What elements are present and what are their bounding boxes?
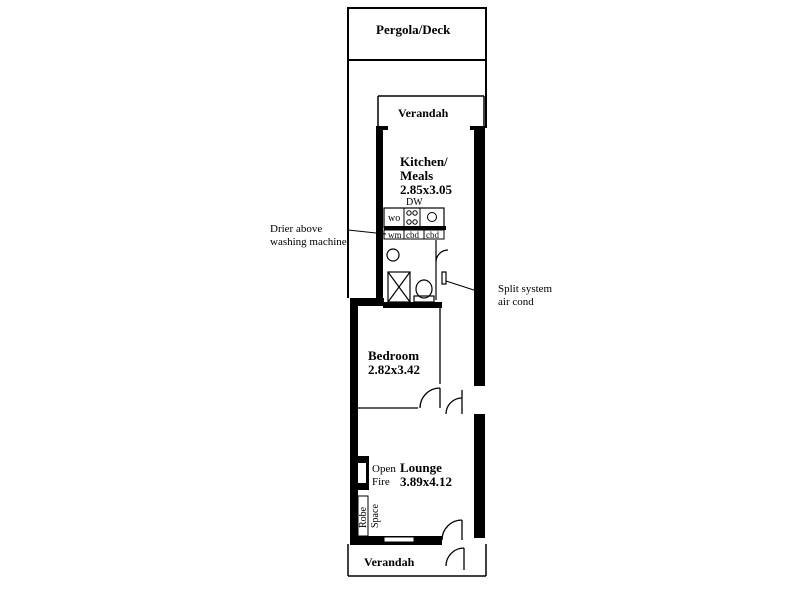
bathroom — [386, 240, 449, 303]
front-door — [441, 519, 465, 570]
lounge-dimension: 3.89x4.12 — [400, 474, 452, 489]
front-door-swing-top — [441, 519, 463, 541]
kitchen-dimension: 2.85x3.05 — [400, 182, 453, 197]
verandah-bottom-area — [347, 544, 487, 577]
fireplace — [358, 456, 369, 490]
drier-note-line2: washing machine — [270, 236, 347, 248]
open-fire-line2: Fire — [372, 476, 390, 488]
pergola-label: Pergola/Deck — [376, 22, 451, 37]
drier-note-line1: Drier above — [270, 223, 322, 235]
side-yard-outline — [347, 60, 487, 298]
bedroom — [358, 306, 463, 415]
space-label: Space — [370, 504, 381, 528]
toilet-icon — [415, 279, 433, 299]
sink-icon — [427, 212, 437, 222]
cooktop-icon — [406, 210, 418, 225]
dishwasher-label: DW — [406, 197, 423, 208]
meals-label: Meals — [400, 168, 433, 183]
bathroom-door-swing — [435, 249, 449, 263]
open-fire-line1: Open — [372, 463, 396, 475]
wall-oven-label: wo — [388, 213, 400, 224]
window-gap — [383, 536, 415, 543]
front-door-swing-bottom — [445, 547, 465, 567]
split-system-line1: Split system — [498, 283, 553, 295]
cupboard-label-1: cbd — [406, 230, 419, 240]
split-system-line2: air cond — [498, 296, 534, 308]
cupboard-label-2: cbd — [426, 230, 439, 240]
washing-machine-label: wm — [388, 230, 402, 240]
pergola-deck-area — [347, 7, 487, 61]
split-leader-line — [445, 280, 481, 293]
bedroom-dimension: 2.82x3.42 — [368, 362, 420, 377]
bench-thick-edge — [384, 226, 446, 230]
verandah-top-label: Verandah — [398, 106, 449, 120]
verandah-top-area — [377, 95, 485, 128]
bathroom-bottom-wall — [383, 302, 442, 308]
right-wall-door-gap — [473, 386, 486, 414]
kitchen-label: Kitchen/ — [400, 154, 448, 169]
bedroom-door-swing — [419, 387, 441, 409]
toilet-cistern — [413, 295, 435, 303]
verandah-bottom-label: Verandah — [364, 555, 415, 569]
lounge-label: Lounge — [400, 460, 442, 475]
robe-label: Robe — [358, 506, 369, 528]
basin-icon — [386, 248, 400, 262]
kitchen-bench: DW wo wm cbd cbd — [383, 197, 446, 240]
kitchen-label-group: Kitchen/ Meals 2.85x3.05 — [400, 154, 453, 197]
drier-leader-line — [347, 229, 387, 235]
aircon-unit — [441, 271, 447, 285]
bedroom-label: Bedroom — [368, 348, 419, 363]
side-door-swing — [445, 397, 463, 415]
laundry-cabinets — [383, 229, 445, 240]
robe-space — [357, 495, 369, 537]
